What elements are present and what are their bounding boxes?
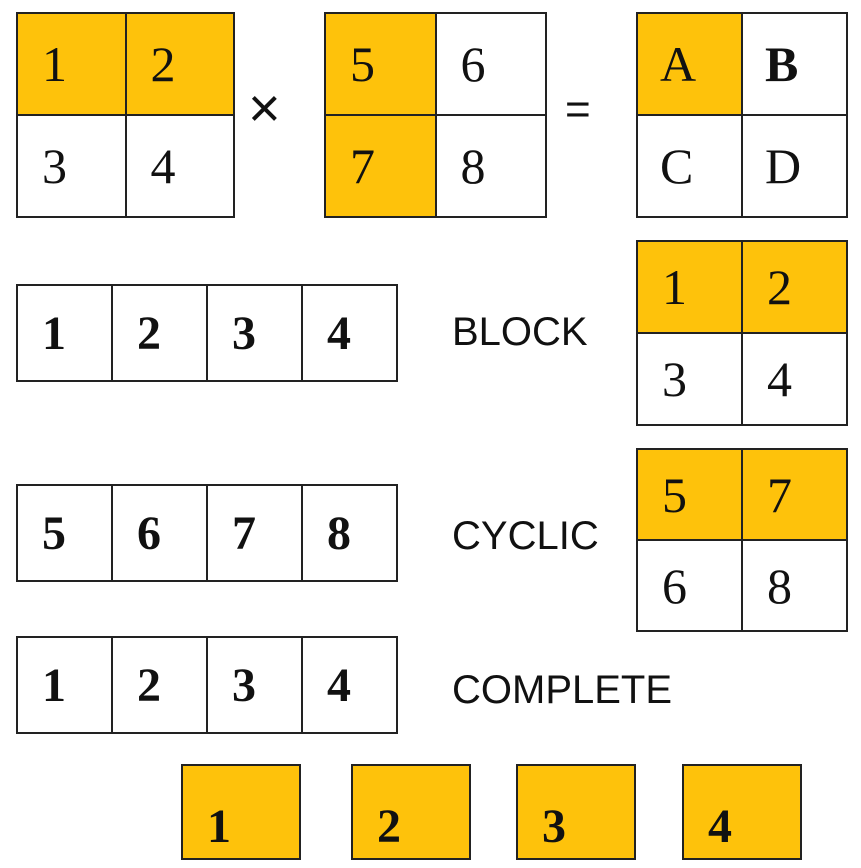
matrix-result-cell-c: C bbox=[637, 115, 742, 217]
complete-single-3: 3 bbox=[516, 764, 636, 860]
block-label: BLOCK bbox=[452, 310, 588, 354]
matrix-b: 5 6 7 8 bbox=[324, 12, 547, 218]
block-row-cell-2: 2 bbox=[112, 285, 207, 381]
multiply-operator: × bbox=[248, 76, 281, 139]
block-matrix: 1 2 3 4 bbox=[636, 240, 848, 426]
matrix-a-cell-3: 3 bbox=[17, 115, 126, 217]
matrix-b-cell-4: 8 bbox=[435, 115, 546, 217]
cyclic-matrix-cell-1: 5 bbox=[637, 449, 742, 540]
block-matrix-cell-2: 2 bbox=[742, 241, 847, 333]
matrix-b-cell-1: 5 bbox=[325, 13, 436, 115]
cyclic-matrix-cell-2: 7 bbox=[742, 449, 847, 540]
matrix-result: A B C D bbox=[636, 12, 848, 218]
matrix-b-cell-3: 7 bbox=[325, 115, 436, 217]
block-matrix-cell-3: 3 bbox=[637, 333, 742, 425]
block-matrix-cell-4: 4 bbox=[742, 333, 847, 425]
cyclic-label: CYCLIC bbox=[452, 514, 599, 558]
cyclic-row-cell-3: 7 bbox=[207, 485, 302, 581]
complete-row-cell-1: 1 bbox=[17, 637, 112, 733]
cyclic-matrix-cell-3: 6 bbox=[637, 540, 742, 631]
block-matrix-cell-1: 1 bbox=[637, 241, 742, 333]
matrix-a: 1 2 3 4 bbox=[16, 12, 235, 218]
cyclic-matrix-cell-4: 8 bbox=[742, 540, 847, 631]
block-row: 1 2 3 4 bbox=[16, 284, 398, 382]
block-row-cell-1: 1 bbox=[17, 285, 112, 381]
complete-row-cell-3: 3 bbox=[207, 637, 302, 733]
cyclic-matrix: 5 7 6 8 bbox=[636, 448, 848, 632]
block-row-cell-4: 4 bbox=[302, 285, 397, 381]
complete-row: 1 2 3 4 bbox=[16, 636, 398, 734]
matrix-a-cell-4: 4 bbox=[125, 115, 234, 217]
cyclic-row: 5 6 7 8 bbox=[16, 484, 398, 582]
complete-single-4: 4 bbox=[682, 764, 802, 860]
complete-single-2: 2 bbox=[351, 764, 471, 860]
matrix-a-cell-2: 2 bbox=[125, 13, 234, 115]
complete-row-cell-4: 4 bbox=[302, 637, 397, 733]
equals-operator: = bbox=[565, 85, 591, 134]
cyclic-row-cell-4: 8 bbox=[302, 485, 397, 581]
complete-single-1: 1 bbox=[181, 764, 301, 860]
cyclic-row-cell-2: 6 bbox=[112, 485, 207, 581]
cyclic-row-cell-1: 5 bbox=[17, 485, 112, 581]
complete-label: COMPLETE bbox=[452, 668, 673, 712]
matrix-result-cell-b: B bbox=[742, 13, 847, 115]
matrix-a-cell-1: 1 bbox=[17, 13, 126, 115]
block-row-cell-3: 3 bbox=[207, 285, 302, 381]
complete-row-cell-2: 2 bbox=[112, 637, 207, 733]
matrix-result-cell-a: A bbox=[637, 13, 742, 115]
matrix-b-cell-2: 6 bbox=[435, 13, 546, 115]
matrix-result-cell-d: D bbox=[742, 115, 847, 217]
